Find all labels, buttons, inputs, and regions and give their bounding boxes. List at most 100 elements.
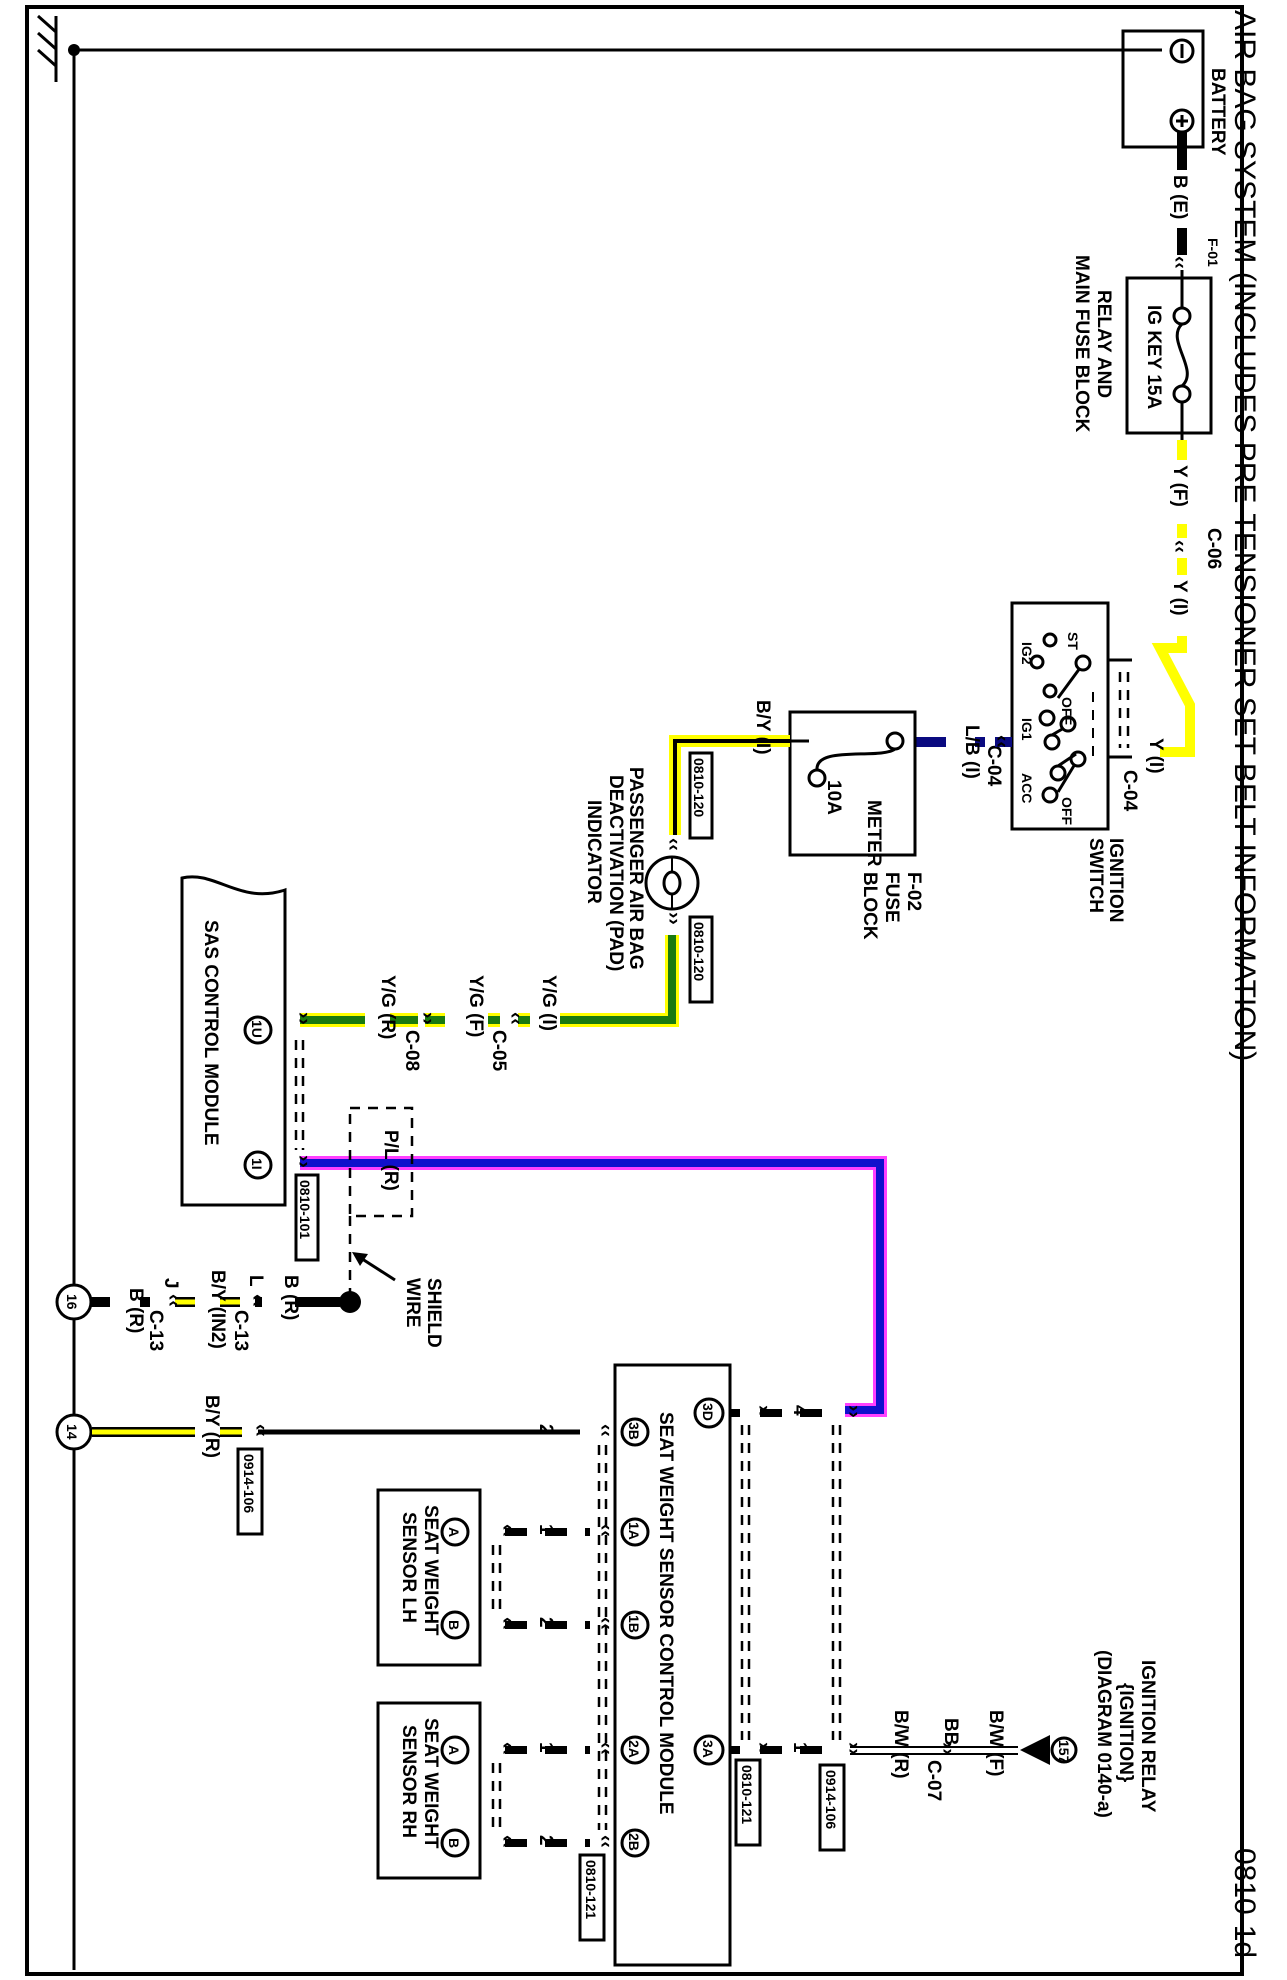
ignition-relay-ref: 157 IGNITION RELAY {IGNITION} (DIAGRAM 0… <box>1050 1650 1158 1818</box>
terminal-symbol <box>1042 632 1058 648</box>
component-outline <box>1121 29 1205 149</box>
wire-label: B/W (F) <box>985 1710 1006 1776</box>
connector-icon: ‹‹ <box>595 1617 616 1630</box>
connector-label: C-13 <box>145 1310 166 1351</box>
terminal-symbol <box>620 1417 650 1447</box>
diagram-label: RELAY AND <box>1093 290 1114 398</box>
ref-box: 0914-106 <box>818 1763 846 1852</box>
diagram-label: 14 <box>64 1424 80 1440</box>
terminal-symbol <box>620 1610 650 1640</box>
diagram-label: 1A <box>626 1522 642 1540</box>
shield-box: P/L (R) <box>348 1106 414 1218</box>
seat-weight-sensor-rh: A B SEAT WEIGHT SENSOR RH <box>376 1701 482 1880</box>
diagram-label: SENSOR LH <box>398 1512 419 1623</box>
ref-box: 0914-106 <box>236 1447 264 1536</box>
diagram-label: 0810-121 <box>583 1860 599 1919</box>
wire-segment <box>560 935 676 1024</box>
wire-segment <box>1151 636 1195 757</box>
diagram-label: 1I <box>249 1158 265 1170</box>
component-outline <box>688 915 714 1004</box>
diagram-label: PASSENGER AIR BAG <box>625 767 646 970</box>
wire-label: Y (I) <box>1169 580 1190 616</box>
terminal-symbol <box>440 1517 470 1547</box>
wire-segment <box>180 875 287 1207</box>
wire-segment <box>1057 752 1077 768</box>
diagram-label: IGNITION RELAY <box>1137 1660 1158 1813</box>
diagram-label: OFF <box>1059 697 1075 725</box>
ground-point-16: 16 <box>55 1283 93 1321</box>
diagram-element <box>662 870 682 896</box>
arrow-icon <box>352 1252 368 1266</box>
diagram-label: SENSOR RH <box>398 1725 419 1838</box>
wire-number: 1 <box>535 1524 556 1535</box>
page-code: 0810-1d <box>1228 1848 1261 1958</box>
wire-segment <box>1056 763 1077 793</box>
terminal-symbol <box>1069 750 1087 768</box>
wire-segment <box>1051 726 1065 737</box>
ref-box: 0810-120 <box>688 751 714 840</box>
diagram-label: IG2 <box>1019 642 1035 665</box>
diagram-label: ACC <box>1019 773 1035 803</box>
connector-icon: ›› <box>843 1742 864 1755</box>
wire-label: B (E) <box>1169 175 1190 219</box>
diagram-frame <box>25 5 1244 1976</box>
connector-icon: ‹‹ <box>505 1012 526 1025</box>
wire-label: B (R) <box>280 1275 301 1320</box>
diagram-label: {IGNITION} <box>1115 1683 1136 1783</box>
connector-icon: ‹‹ <box>163 1294 184 1307</box>
wire-segment <box>815 747 896 771</box>
wire-segment <box>37 48 57 68</box>
diagram-label: BLOCK <box>859 872 880 940</box>
terminal-symbol <box>1059 715 1077 733</box>
diagram-label: DEACTIVATION (PAD) <box>605 775 626 971</box>
component-outline <box>1125 276 1213 435</box>
shield-label: WIRE <box>402 1278 423 1328</box>
terminal-symbol <box>620 1517 650 1547</box>
terminal-symbol <box>55 1413 93 1451</box>
connector-icon: ‹‹ <box>595 1742 616 1755</box>
terminal-symbol <box>68 44 80 56</box>
diagram-label: 16 <box>64 1294 80 1310</box>
connector-label: L <box>245 1275 266 1287</box>
diagram-label: IG1 <box>1019 718 1035 741</box>
component-outline <box>236 1447 264 1536</box>
wire-label: Y/G (I) <box>538 975 559 1031</box>
diagram-label: IGNITION <box>1105 838 1126 922</box>
terminal-symbol <box>1074 654 1092 672</box>
diagram-label: BATTERY <box>1207 68 1228 156</box>
wire-segment <box>1056 667 1082 699</box>
diagram-label: 0914-106 <box>823 1770 839 1829</box>
terminal-symbol <box>620 1735 650 1765</box>
terminal-symbol <box>620 1828 650 1858</box>
terminal-symbol <box>243 1150 273 1180</box>
diagram-label: 0914-106 <box>241 1454 257 1513</box>
diagram-label: 1U <box>249 1020 265 1038</box>
terminal-symbol <box>1043 733 1061 751</box>
connector-icon: ›› <box>293 1155 314 1168</box>
connector-icon: ›› <box>293 1012 314 1025</box>
wire-number: 2 <box>535 1424 556 1435</box>
diagram-label: SEAT WEIGHT <box>420 1505 441 1636</box>
wire-label: B (R) <box>125 1288 146 1333</box>
wire-label: B/Y (R) <box>201 1395 222 1458</box>
component-outline <box>376 1488 482 1667</box>
diagram-label: 157 <box>1056 1740 1072 1764</box>
connector-icon: ‹‹ <box>1169 540 1190 553</box>
terminal-symbol <box>807 768 827 788</box>
diagram-label: 2A <box>626 1740 642 1758</box>
terminal-symbol <box>1172 306 1192 326</box>
wire-label: Y (I) <box>1145 738 1166 774</box>
terminal-symbol <box>440 1828 470 1858</box>
diagram-label: METER <box>863 800 884 867</box>
terminal-symbol <box>885 731 905 751</box>
ref-box: 0810-121 <box>734 1758 762 1847</box>
connector-label: BB <box>940 1718 961 1745</box>
connector-label: C-08 <box>401 1030 422 1071</box>
terminal-symbol <box>243 1015 273 1045</box>
terminal-symbol <box>1049 764 1067 782</box>
component-outline <box>788 710 917 857</box>
connector-icon: ‹‹ <box>595 1835 616 1848</box>
diagram-label: B <box>446 1838 462 1848</box>
pad-indicator: PASSENGER AIR BAG DEACTIVATION (PAD) IND… <box>583 767 700 971</box>
